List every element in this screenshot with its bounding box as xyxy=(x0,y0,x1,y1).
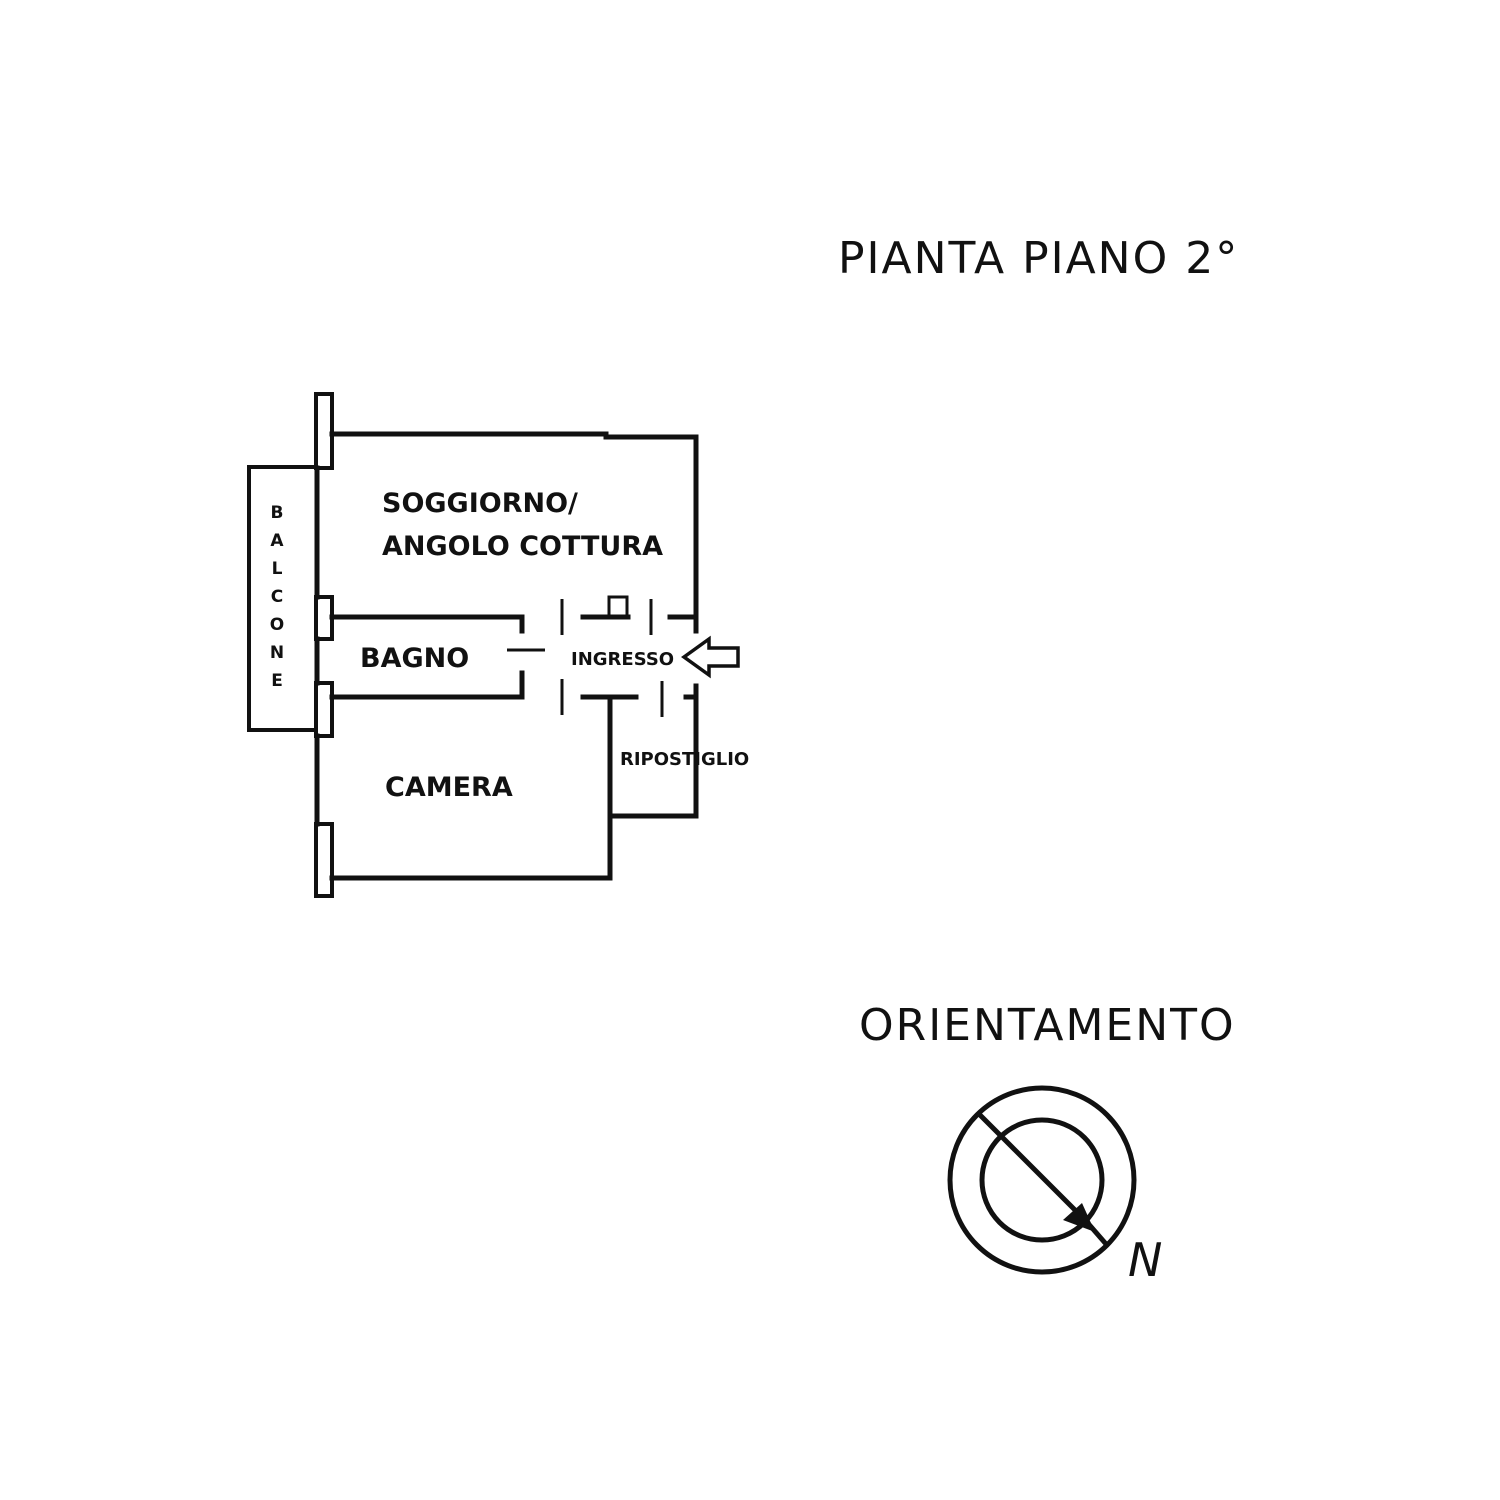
balcony-letter: C xyxy=(271,587,283,607)
room-label-soggiorno: SOGGIORNO/ xyxy=(382,488,578,519)
window-frame xyxy=(314,681,334,738)
outer-walls xyxy=(314,431,699,881)
compass-icon xyxy=(947,1085,1137,1275)
door-marks xyxy=(507,599,664,717)
balcony-letter: B xyxy=(271,503,284,523)
balcony-outline xyxy=(247,465,319,732)
compass-arrowhead-icon xyxy=(1063,1203,1095,1232)
window-frame xyxy=(314,392,334,470)
balcony-letter: N xyxy=(270,643,284,663)
room-label-camera: CAMERA xyxy=(385,772,513,803)
balcony-letter: L xyxy=(272,559,283,579)
room-label-bagno: BAGNO xyxy=(360,643,469,674)
window-frame xyxy=(314,822,334,898)
balcony-letter: E xyxy=(271,671,283,691)
room-label-angolo-cottura: ANGOLO COTTURA xyxy=(382,531,663,562)
room-label-ingresso: INGRESSO xyxy=(571,649,674,670)
orientation-title: ORIENTAMENTO xyxy=(859,1000,1236,1051)
north-label: N xyxy=(1128,1233,1162,1287)
balcony-letter: A xyxy=(270,531,284,551)
plan-title: PIANTA PIANO 2° xyxy=(838,233,1239,284)
entrance-arrow-icon xyxy=(681,635,740,679)
interior-walls xyxy=(329,595,699,703)
balcony-letter: O xyxy=(270,615,284,635)
balcony-label: B A L C O N E xyxy=(270,503,285,691)
room-label-ripostiglio: RIPOSTIGLIO xyxy=(620,749,749,770)
